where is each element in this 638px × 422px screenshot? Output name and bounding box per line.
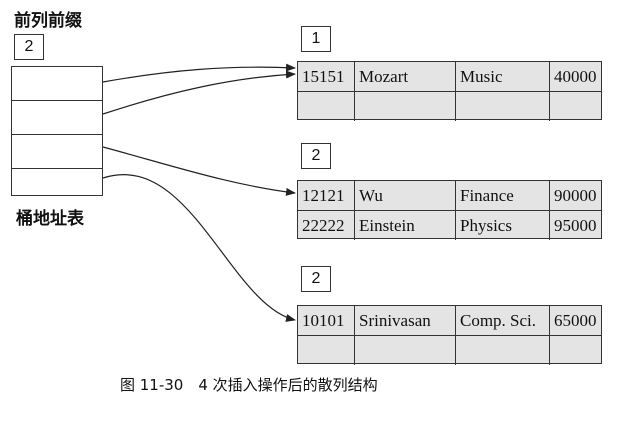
record-dept [456,336,550,365]
record-id: 22222 [298,211,355,240]
bucket-table-label: 桶地址表 [16,209,84,229]
global-depth-box: 2 [14,34,44,60]
record-dept: Music [456,62,550,91]
record-name: Wu [355,181,456,210]
record-id [298,336,355,365]
bucket-2: 12121 Wu Finance 90000 22222 Einstein Ph… [297,180,602,240]
bucket-2-local-depth: 2 [301,143,331,169]
record-id: 12121 [298,181,355,210]
bucket-table-slot-00 [12,67,102,101]
pointer-arrow-01 [102,70,296,115]
pointer-arrow-11 [102,174,296,322]
record-salary: 65000 [554,311,597,330]
record-name: Einstein [355,211,456,240]
record-id: 10101 [298,306,355,335]
bucket-3-record-2 [298,336,601,365]
record-name: Srinivasan [355,306,456,335]
record-name [355,336,456,365]
record-salary: 95000 [554,216,597,235]
record-salary: 40000 [554,67,597,86]
bucket-table-slot-01 [12,101,102,135]
bucket-1-record-2 [298,92,601,121]
bucket-3: 10101 Srinivasan Comp. Sci. 65000 [297,305,602,365]
bucket-1: 15151 Mozart Music 40000 [297,61,602,121]
bucket-2-record-2: 22222 Einstein Physics 95000 [298,211,601,240]
bucket-table-slot-10 [12,135,102,169]
record-id: 15151 [298,62,355,91]
record-name: Mozart [355,62,456,91]
hash-prefix-label: 前列前缀 [14,11,82,31]
record-dept: Comp. Sci. [456,306,550,335]
record-dept: Finance [456,181,550,210]
record-dept: Physics [456,211,550,240]
pointer-arrow-10 [102,146,296,196]
record-dept [456,92,550,121]
bucket-address-table [11,66,103,196]
bucket-3-local-depth: 2 [301,266,331,292]
record-name [355,92,456,121]
figure-caption: 图 11-30 4 次插入操作后的散列结构 [120,376,378,394]
bucket-3-record-1: 10101 Srinivasan Comp. Sci. 65000 [298,306,601,336]
record-id [298,92,355,121]
pointer-arrow-00 [102,63,296,83]
bucket-2-record-1: 12121 Wu Finance 90000 [298,181,601,211]
bucket-1-record-1: 15151 Mozart Music 40000 [298,62,601,92]
record-salary: 90000 [554,186,597,205]
bucket-1-local-depth: 1 [301,26,331,52]
